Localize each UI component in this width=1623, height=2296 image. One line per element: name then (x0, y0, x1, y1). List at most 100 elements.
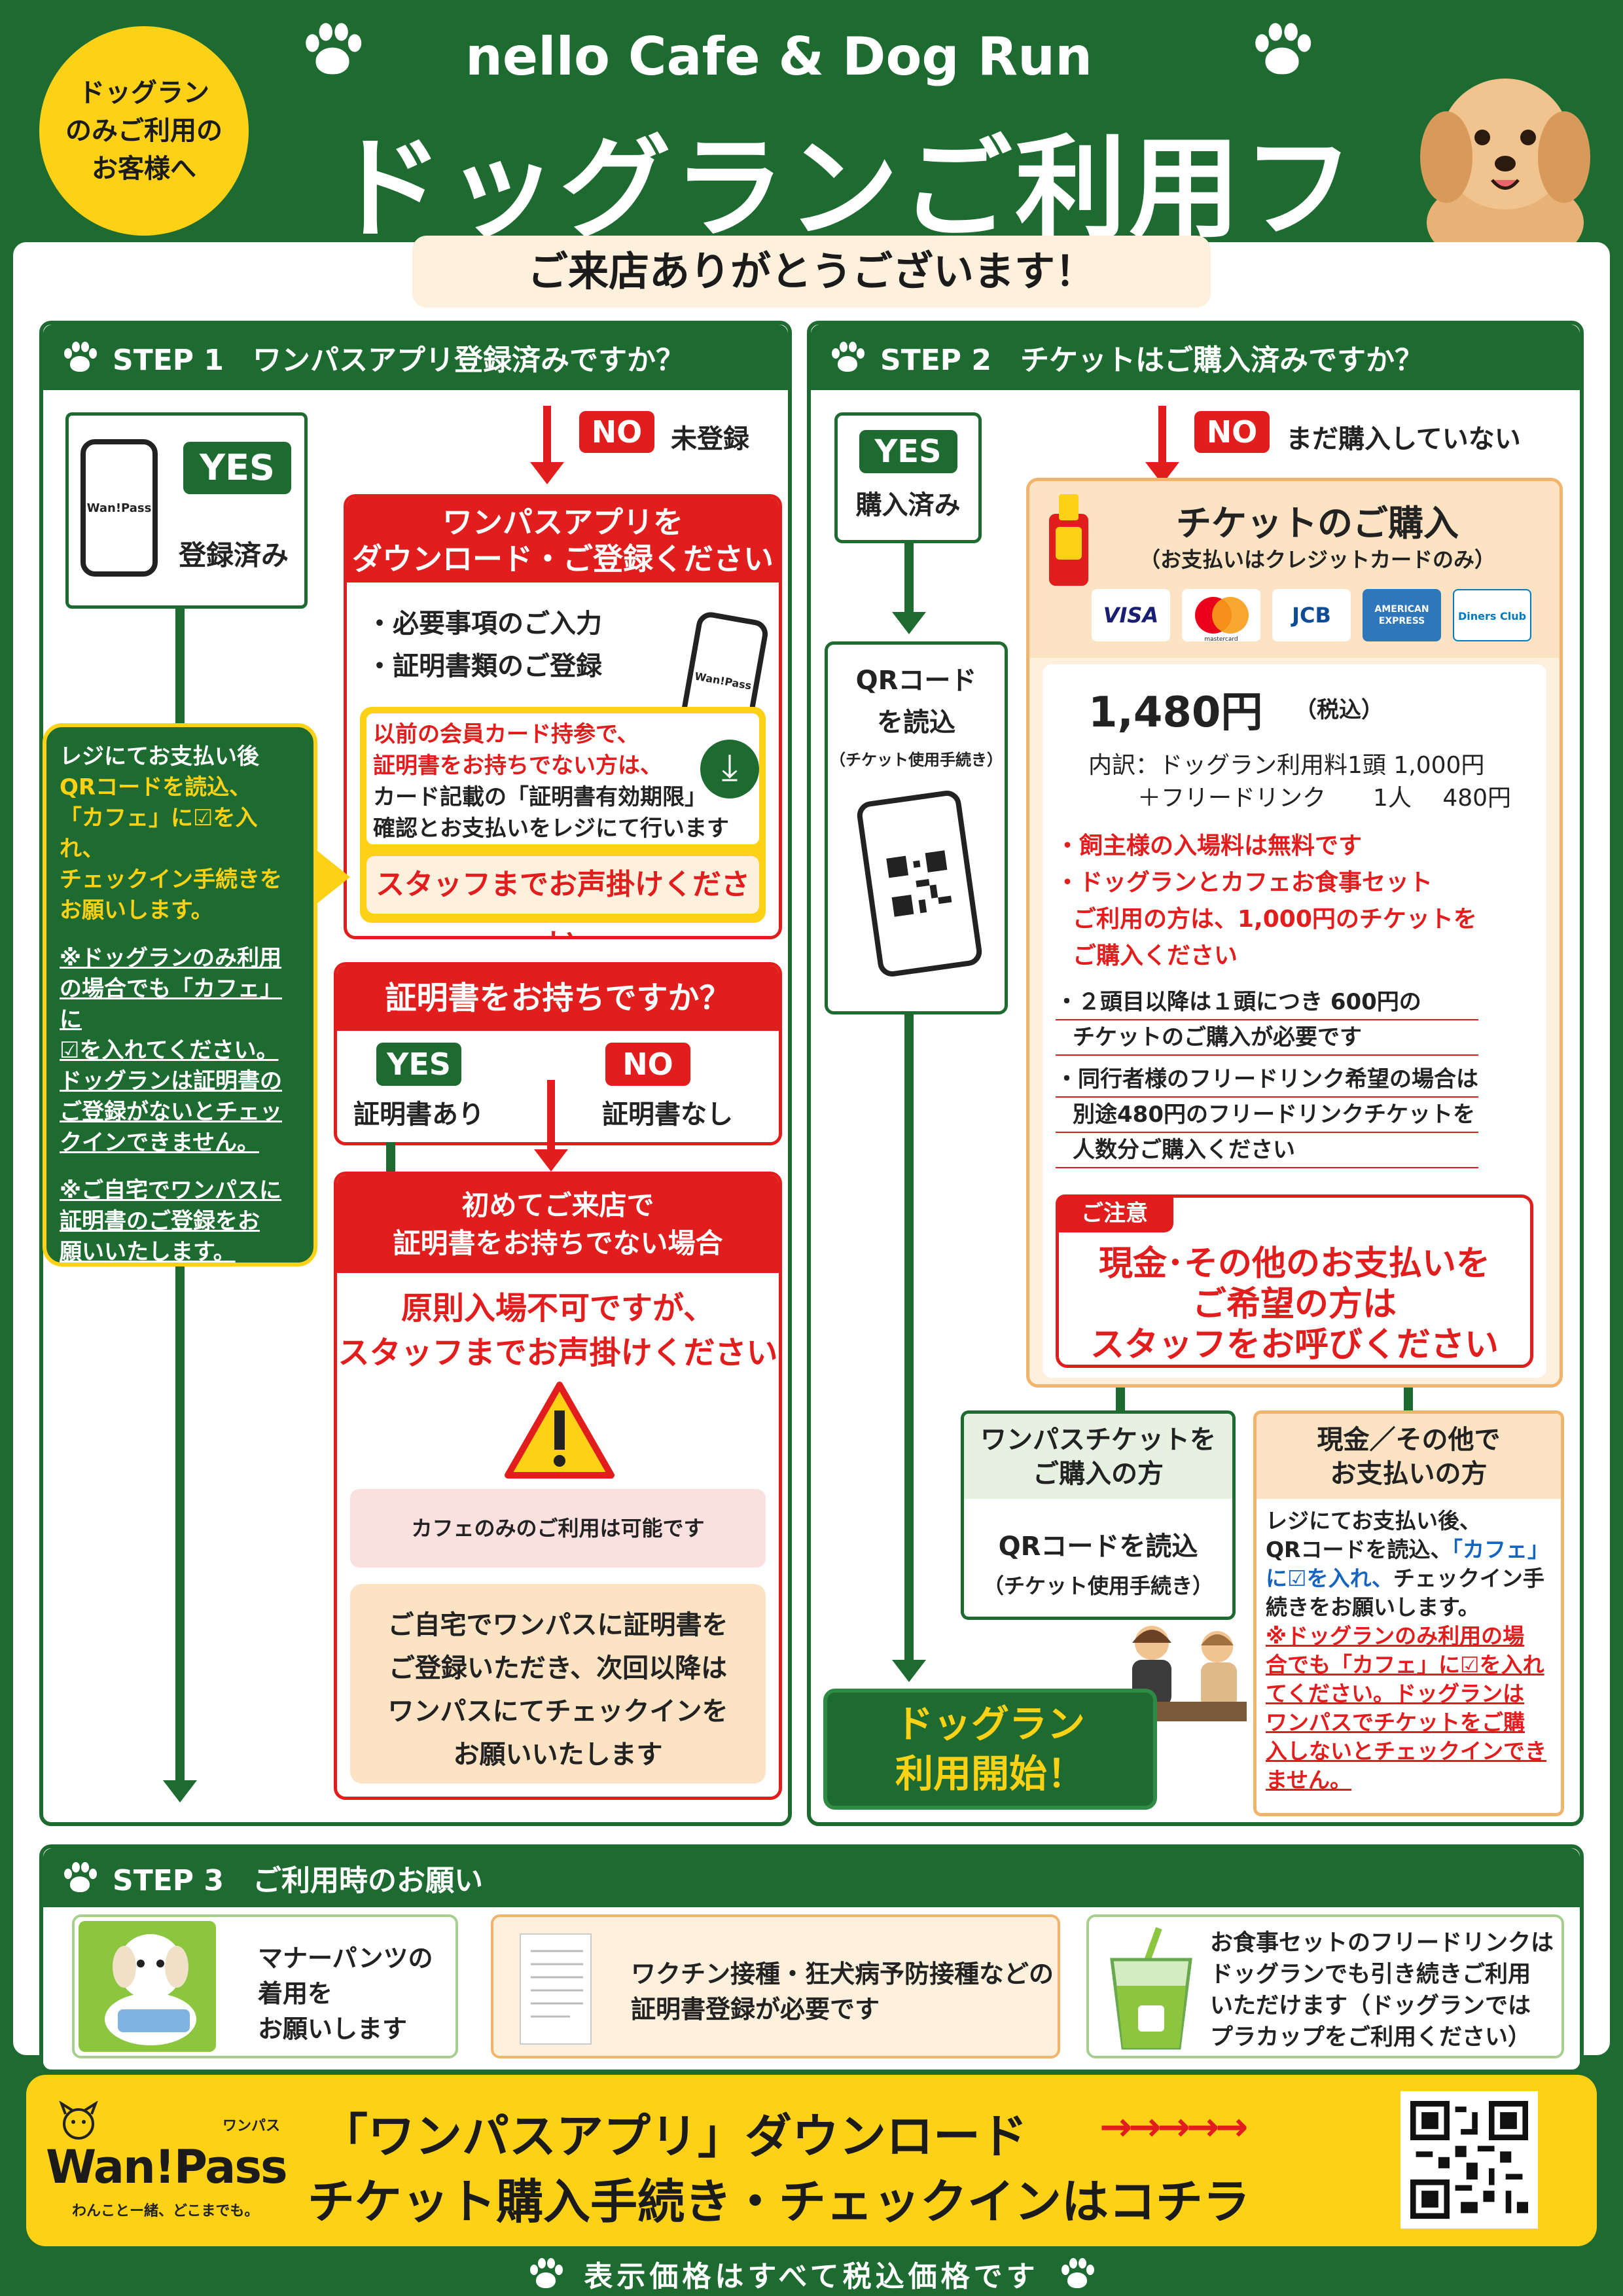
cashier-illustration (1119, 1626, 1247, 1721)
step3-item: お食事セットのフリードリンクは ドッグランでも引き続きご利用 いただけます（ドッ… (1086, 1914, 1564, 2058)
notice-black: カード記載の「証明書有効期限」 (373, 784, 707, 810)
banner-line: 「ワンパスアプリ」ダウンロード (321, 2109, 1028, 2164)
item-line: ワクチン接種・狂犬病予防接種などの (631, 1960, 1054, 1988)
no-status: 未登録 (671, 424, 749, 454)
home-line: ご自宅でワンパスに証明書を (387, 1610, 728, 1640)
cash-text: QRコードを読込、 (1266, 1537, 1452, 1562)
qr-read-sub: （チケット使用手続き） (830, 751, 1003, 769)
download-title: ダウンロード・ご登録ください (352, 541, 774, 577)
bullet: ・必要事項のご入力 (366, 609, 602, 639)
no-badge: NO (1194, 411, 1270, 453)
fee-notes-red: ・飼主様の入場料は無料です ・ドッグランとカフェお食事セット ご利用の方は、1,… (1056, 828, 1477, 975)
fee-note: チケットのご購入が必要です (1056, 1020, 1478, 1056)
callout-line: ご登録がないとチェッ (60, 1099, 282, 1125)
start-box: ドッグラン 利用開始！ (823, 1689, 1157, 1810)
callout-line: ☑を入れてください。 (60, 1037, 279, 1064)
step3-heading: STEP 3 ご利用時のお願い (113, 1864, 483, 1897)
flow-line (904, 1014, 914, 1662)
cash-text: に☑を入れ、 (1266, 1566, 1393, 1591)
card-logos: VISA mastercard JCB AMERICAN EXPRESS Din… (1092, 589, 1531, 643)
item3-text: お食事セットのフリードリンクは ドッグランでも引き続きご利用 いただけます（ドッ… (1210, 1928, 1554, 2053)
deny-line: スタッフまでお声掛けください (338, 1335, 778, 1371)
paw-icon (829, 340, 866, 374)
cash-body: レジにてお支払い後、 QRコードを読込、「カフェ」 に☑を入れ、チェックイン手 … (1257, 1499, 1561, 1803)
cash-red: ません。 (1266, 1767, 1352, 1793)
app-banner[interactable]: ワンパス Wan!Pass わんことー緒、どこまでも。 「ワンパスアプリ」ダウン… (26, 2075, 1597, 2246)
mastercard-icon: mastercard (1182, 589, 1260, 643)
item-line: 着用を (258, 1979, 333, 2008)
caution-text: 現金･その他のお支払いを ご希望の方は スタッフをお呼びください (1059, 1244, 1530, 1365)
no-badge: NO (579, 411, 654, 453)
download-icon: ⤓ (700, 740, 759, 798)
red-arrow (1145, 406, 1179, 484)
callout-line: ※ドッグランのみ利用 (60, 945, 282, 971)
jcb-icon: JCB (1272, 589, 1351, 641)
card-name: mastercard (1204, 636, 1238, 643)
fee-notes: ・２頭目以降は１頭につき 600円の チケットのご購入が必要です ・同行者様のフ… (1056, 985, 1478, 1168)
callout-line: チェックイン手続きを (60, 867, 282, 893)
no-status: まだ購入していない (1286, 424, 1521, 454)
cert-yes-sub: 証明書あり (353, 1100, 484, 1130)
fee-note: 別途480円のフリードリンクチケットを (1056, 1098, 1478, 1133)
red-arrow (530, 406, 564, 484)
paw-icon (1251, 21, 1313, 79)
ticket-buyer-title: ワンパスチケットを (980, 1425, 1216, 1455)
ticket-qr-sub: （チケット使用手続き） (982, 1573, 1213, 1598)
callout-line: 「カフェ」に☑を入れ、 (60, 805, 258, 862)
ticket-qr: QRコードを読込 (998, 1532, 1198, 1562)
step1-heading-bar: STEP 1 ワンパスアプリ登録済みですか？ (43, 325, 788, 390)
item-line: いただけます（ドッグランでは (1210, 1993, 1531, 2019)
welcome-text: ご来店ありがとうございます！ (527, 247, 1096, 295)
callout-line: クインできません。 (60, 1130, 259, 1156)
phone-logo: Wan!Pass (86, 501, 152, 515)
first-visit-title: 証明書をお持ちでない場合 (393, 1227, 723, 1259)
callout-pointer (317, 851, 350, 903)
badge-line: お客様へ (92, 154, 196, 184)
first-visit-header: 初めてご来店で 証明書をお持ちでない場合 (337, 1175, 779, 1273)
wanpass-logo: ワンパス Wan!Pass わんことー緒、どこまでも。 (46, 2101, 294, 2225)
cash-title: 現金／その他で (1317, 1425, 1501, 1455)
app-qr-code[interactable] (1400, 2091, 1538, 2229)
fee-note: ご利用の方は、1,000円のチケットを (1073, 906, 1477, 933)
callout-line: QRコードを読込、 (60, 774, 252, 800)
fee-note: ・同行者様のフリードリンク希望の場合は (1056, 1062, 1478, 1098)
breakdown-line: ＋フリードリンク 1人 480円 (1137, 785, 1512, 812)
first-visit-title: 初めてご来店で (461, 1189, 654, 1221)
cash-payer-box: 現金／その他で お支払いの方 レジにてお支払い後、 QRコードを読込、「カフェ」… (1253, 1410, 1564, 1816)
red-arrow (534, 1080, 568, 1172)
cash-text: チェックイン手 (1393, 1566, 1544, 1591)
caution-line: ご希望の方は (1192, 1285, 1397, 1324)
ticket-icon (1049, 494, 1088, 586)
diners-icon: Diners Club (1453, 589, 1531, 641)
certificate-card: 証明書をお持ちですか？ YES 証明書あり NO 証明書なし (334, 962, 782, 1145)
first-visit-card: 初めてご来店で 証明書をお持ちでない場合 原則入場不可ですが、 スタッフまでお声… (334, 1172, 782, 1800)
header: ドッグラン のみご利用の お客様へ nello Cafe & Dog Run ド… (0, 0, 1623, 415)
yes-badge: YES (183, 442, 291, 494)
flow-line (386, 1142, 395, 1175)
fee-note: 人数分ご購入ください (1056, 1133, 1478, 1168)
download-title: ワンパスアプリを (442, 505, 683, 540)
ticket-buyer-box: ワンパスチケットを ご購入の方 QRコードを読込 （チケット使用手続き） (961, 1410, 1236, 1620)
dog-pants-icon (79, 1921, 216, 2052)
logo-text: Wan!Pass (46, 2140, 288, 2194)
flow-line (1404, 1388, 1413, 1414)
dog-face-icon (59, 2101, 98, 2140)
logo-kana: ワンパス (223, 2118, 281, 2134)
home-line: ご登録いただき、次回以降は (388, 1653, 728, 1683)
start-line: 利用開始！ (895, 1751, 1085, 1796)
item-line: お食事セットのフリードリンクは (1210, 1930, 1554, 1956)
step2-heading: STEP 2 チケットはご購入済みですか？ (880, 344, 1423, 377)
flow-line (1116, 1388, 1125, 1414)
price-tax: （税込） (1294, 697, 1383, 723)
qr-code-icon (886, 850, 953, 917)
download-card: ワンパスアプリを ダウンロード・ご登録ください ・必要事項のご入力 ・証明書類の… (344, 494, 782, 939)
qr-code-icon (1410, 2101, 1528, 2219)
purchase-header: チケットのご購入 （お支払いはクレジットカードのみ） VISA masterca… (1029, 481, 1560, 658)
qr-read-title: QRコード (855, 666, 977, 696)
item-line: お願いします (258, 2015, 408, 2043)
ticket-buyer-header: ワンパスチケットを ご購入の方 (964, 1414, 1232, 1499)
cash-line: QRコードを読込、「カフェ」 (1266, 1535, 1552, 1564)
cert-yes-badge: YES (376, 1043, 461, 1086)
yes-status: 登録済み (179, 539, 289, 571)
breakdown-line: 内訳：ドッグラン利用料1頭 1,000円 (1088, 752, 1485, 779)
